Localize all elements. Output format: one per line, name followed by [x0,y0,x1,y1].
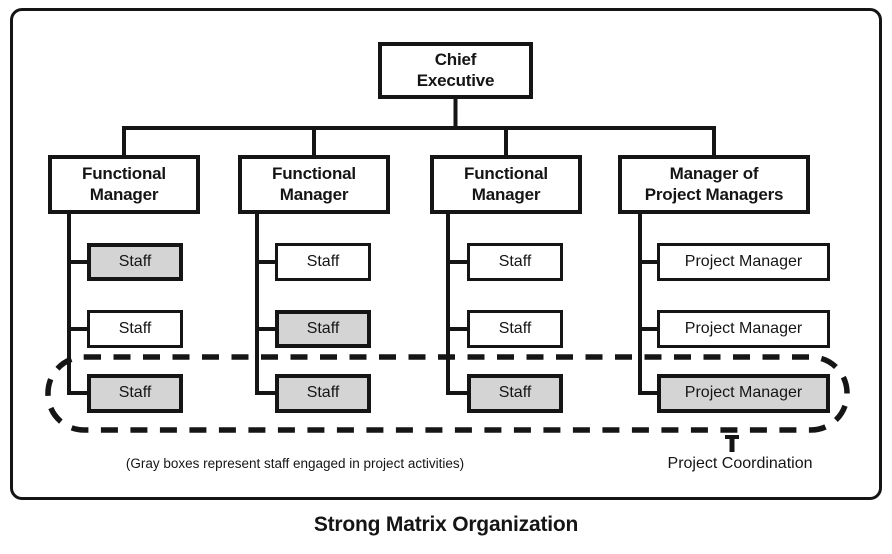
project-manager-box-row2: Project Manager [657,310,830,348]
functional-manager-box-2: Functional Manager [238,155,390,214]
diagram-title: Strong Matrix Organization [313,513,579,536]
functional-manager-box-3: Functional Manager [430,155,582,214]
project-manager-box-row3: Project Manager [657,374,830,413]
chief-executive-box: Chief Executive [378,42,533,99]
project-coordination-dashed-outline [45,354,850,433]
project-coordination-label: Project Coordination [667,455,813,472]
staff-box-col1-row3: Staff [87,374,183,413]
project-manager-box-row1: Project Manager [657,243,830,281]
diagram-outer-frame [10,8,882,500]
staff-box-col2-row3: Staff [275,374,371,413]
coordination-leader-tick [725,435,739,452]
functional-manager-label-2: Functional Manager [272,164,356,204]
staff-box-col1-row2: Staff [87,310,183,348]
functional-manager-label-1: Functional Manager [82,164,166,204]
staff-box-col3-row1: Staff [467,243,563,281]
manager-of-project-managers-box: Manager of Project Managers [618,155,810,214]
hierarchy-connectors [67,96,716,395]
staff-box-col2-row1: Staff [275,243,371,281]
staff-box-col3-row2: Staff [467,310,563,348]
functional-manager-box-1: Functional Manager [48,155,200,214]
legend-note: (Gray boxes represent staff engaged in p… [125,456,465,471]
staff-box-col3-row3: Staff [467,374,563,413]
functional-manager-label-3: Functional Manager [464,164,548,204]
staff-box-col2-row2: Staff [275,310,371,348]
manager-of-project-managers-label: Manager of Project Managers [644,164,784,204]
chief-executive-label: Chief Executive [416,50,495,90]
staff-box-col1-row1: Staff [87,243,183,281]
